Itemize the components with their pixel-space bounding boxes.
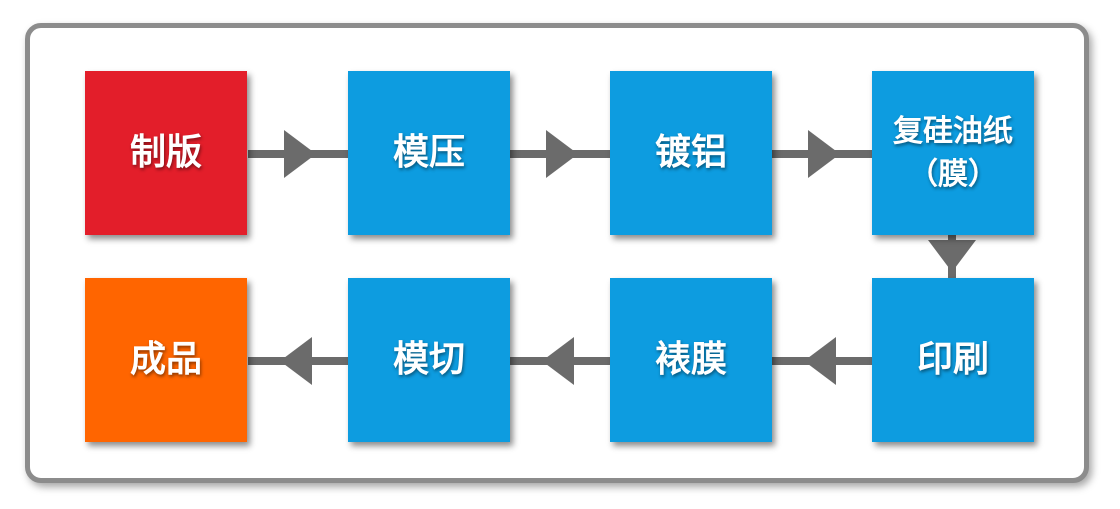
step-die-cutting: 模切 [348,278,510,442]
arrow-right-2 [510,130,610,178]
step-mounting-film: 裱膜 [610,278,772,442]
arrow-left-1 [772,337,872,385]
step-label: 模切 [392,339,465,381]
step-label: 裱膜 [654,339,727,381]
step-embossing: 模压 [348,71,510,235]
step-label: 镀铝 [654,132,727,174]
arrow-right-3 [772,130,872,178]
arrow-right-1 [248,130,348,178]
step-label-line1: 复硅油纸 [893,113,1013,149]
step-finished-product: 成品 [85,278,247,442]
step-label-line2: （膜） [908,157,998,192]
step-aluminizing: 镀铝 [610,71,772,235]
step-label: 成品 [129,339,202,381]
arrow-left-2 [510,337,610,385]
step-printing: 印刷 [872,278,1034,442]
step-label: 印刷 [916,339,989,381]
step-laminating-silicone: 复硅油纸 （膜） [872,71,1034,235]
step-label: 制版 [129,132,202,174]
step-label: 模压 [392,132,465,174]
step-plate-making: 制版 [85,71,247,235]
arrow-left-3 [248,337,348,385]
arrow-down [928,233,976,280]
